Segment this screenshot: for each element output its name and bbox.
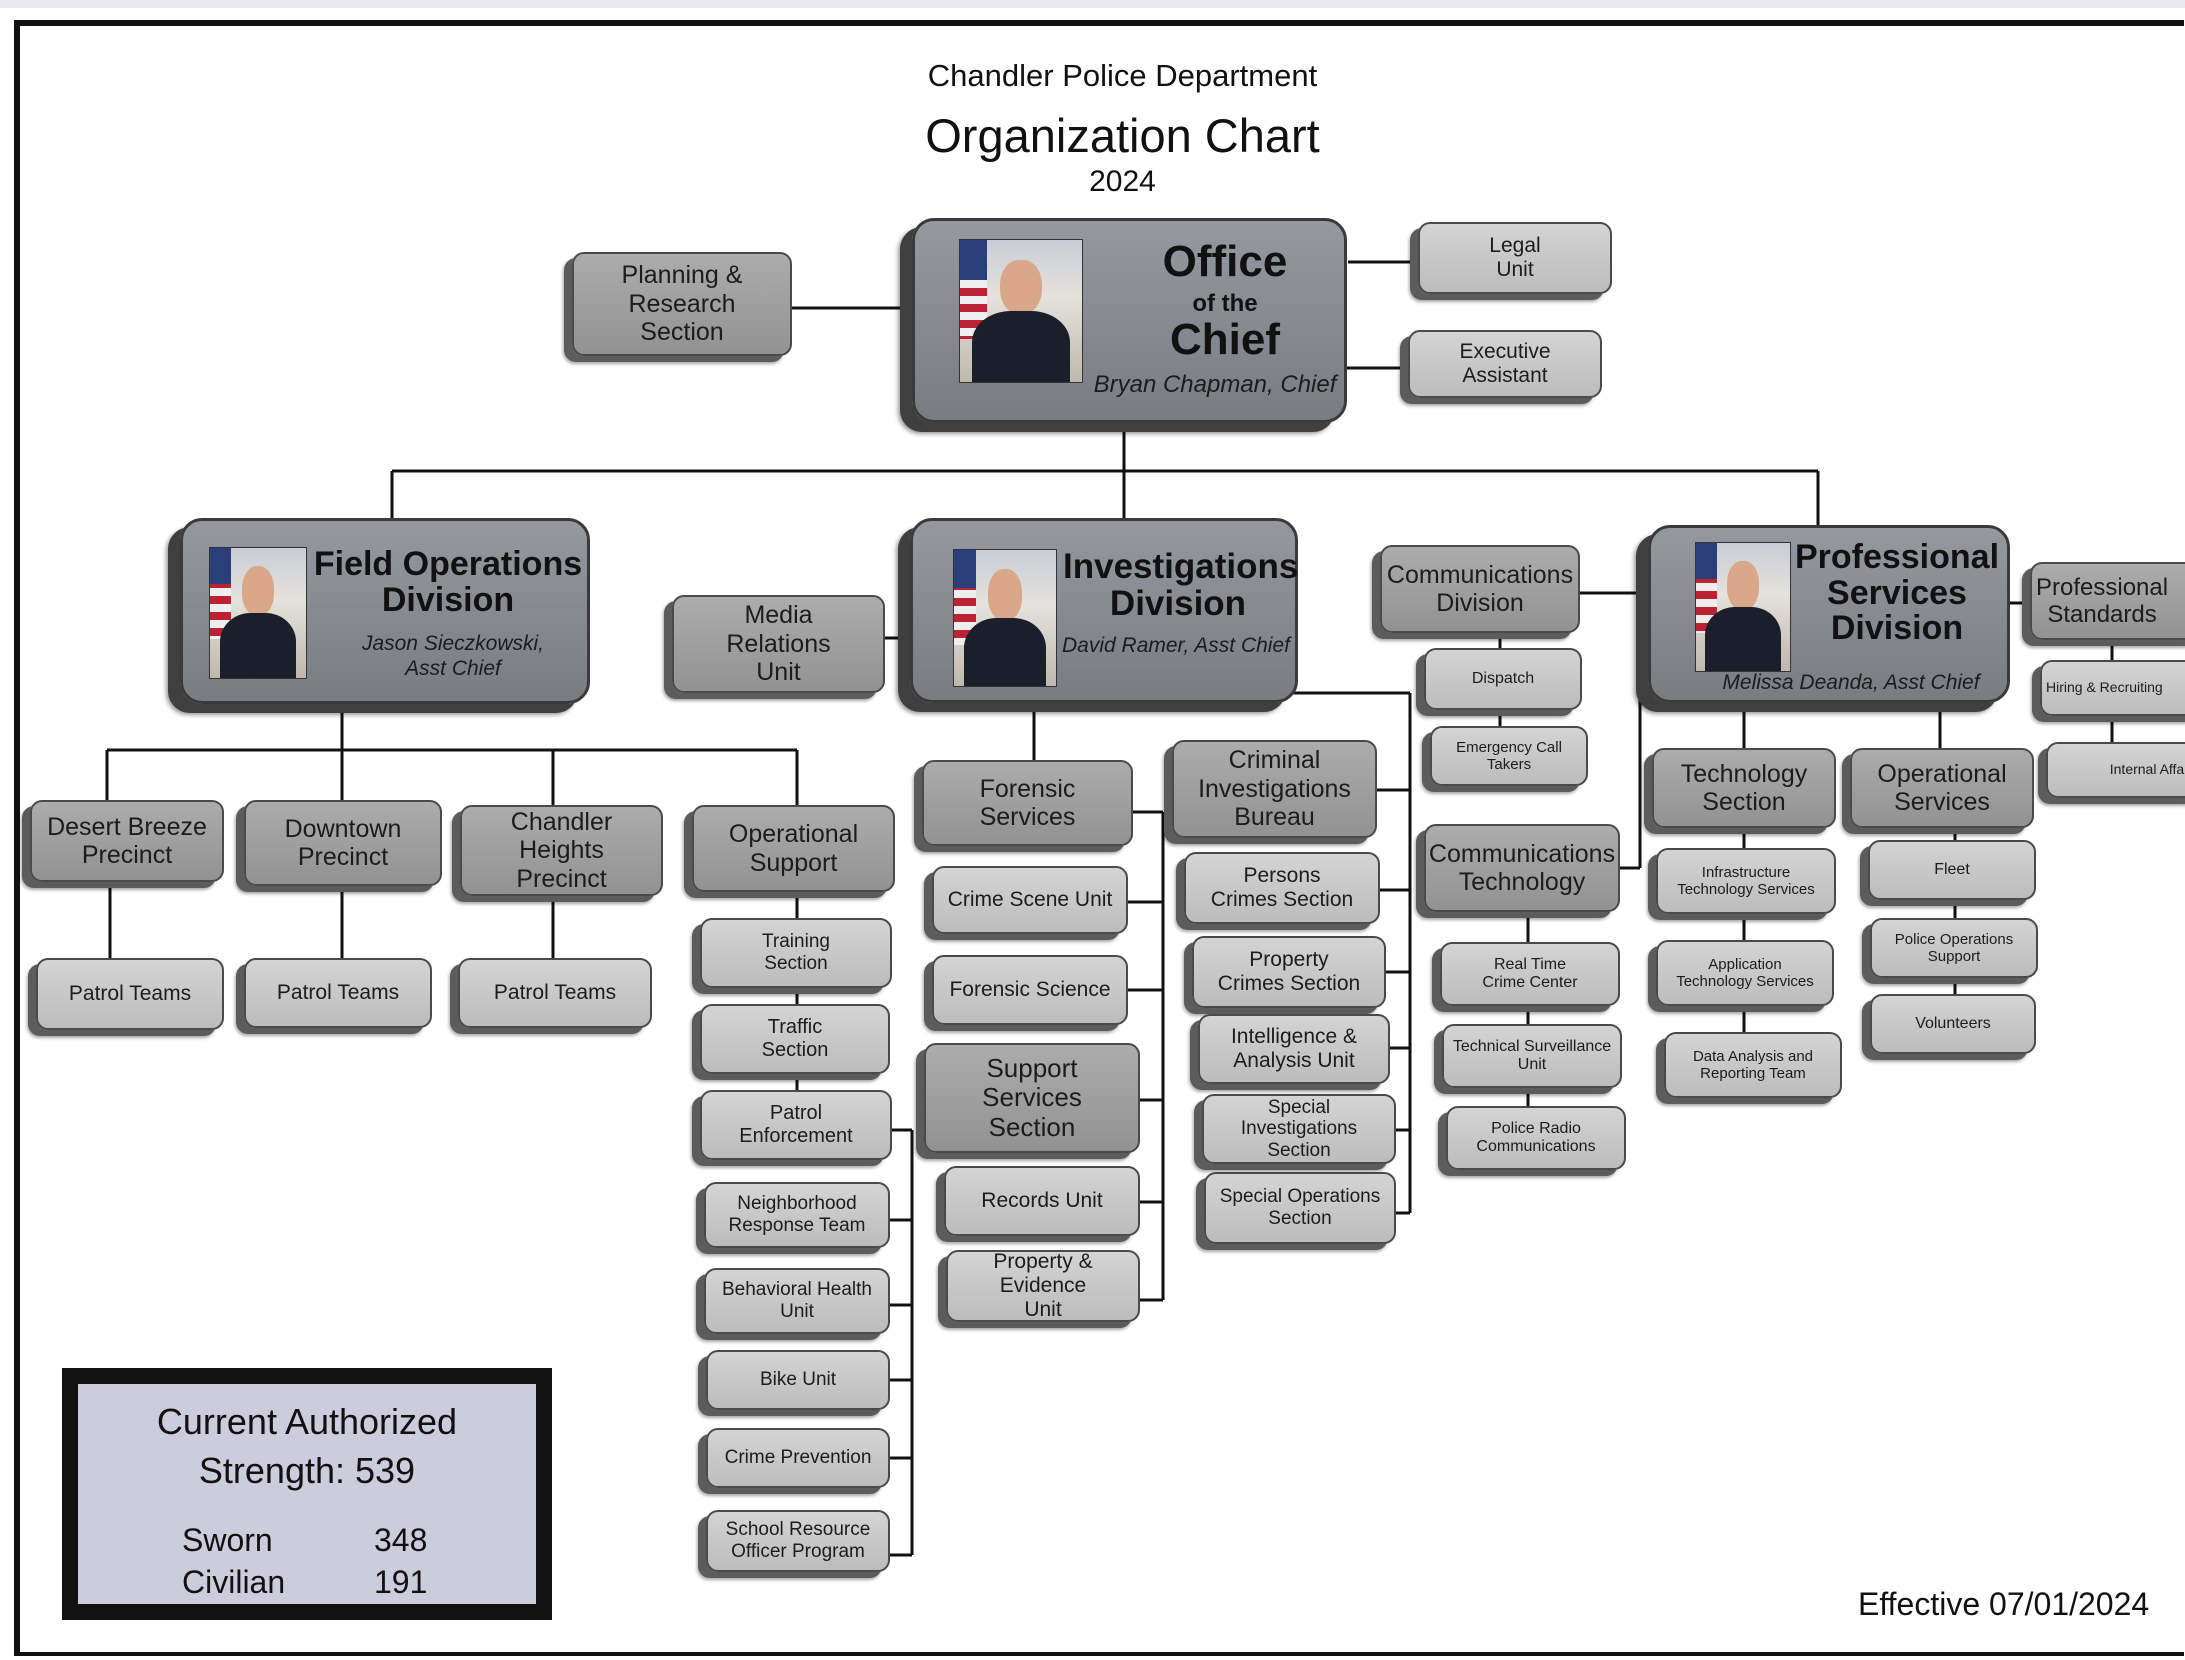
property-crimes-section: Property Crimes Section: [1192, 936, 1386, 1008]
professional-services-division-box: Professional Services Division Melissa D…: [1648, 525, 2010, 703]
patrol-teams-desert-breeze: Patrol Teams: [36, 958, 224, 1030]
media-relations-unit: Media Relations Unit: [672, 595, 885, 693]
strength-heading: Current Authorized Strength: 539: [156, 1401, 458, 1491]
chief-title-line3: Chief: [1170, 315, 1280, 364]
professional-title: Professional Services Division: [1794, 538, 2000, 648]
technical-surveillance-unit: Technical Surveillance Unit: [1442, 1024, 1622, 1088]
communications-division: Communications Division: [1380, 545, 1580, 633]
technology-section: Technology Section: [1652, 748, 1836, 828]
effective-date: Effective 07/01/2024: [1858, 1586, 2150, 1622]
window-top-strip: [0, 0, 2185, 8]
crime-prevention: Crime Prevention: [706, 1428, 890, 1488]
behavioral-health-unit: Behavioral Health Unit: [704, 1268, 890, 1334]
planning-research-section: Planning & Research Section: [572, 252, 792, 356]
investigations-chief-portrait: [953, 549, 1057, 687]
police-radio-communications: Police Radio Communications: [1446, 1106, 1626, 1170]
persons-crimes-section: Persons Crimes Section: [1184, 852, 1380, 924]
operational-services: Operational Services: [1850, 748, 2034, 828]
crime-scene-unit: Crime Scene Unit: [932, 866, 1128, 934]
property-evidence-unit: Property & Evidence Unit: [946, 1250, 1140, 1322]
legal-unit: Legal Unit: [1418, 222, 1612, 294]
field-ops-chief-portrait: [209, 547, 307, 679]
hiring-recruiting: Hiring & Recruiting: [2040, 660, 2185, 716]
training-section: Training Section: [700, 918, 892, 988]
patrol-teams-downtown: Patrol Teams: [244, 958, 432, 1028]
traffic-section: Traffic Section: [700, 1004, 890, 1074]
office-of-chief-box: Office of the Chief Bryan Chapman, Chief: [912, 218, 1347, 423]
authorized-strength-box: Current Authorized Strength: 539 Sworn 3…: [62, 1368, 552, 1620]
patrol-teams-chandler-heights: Patrol Teams: [458, 958, 652, 1028]
police-operations-support: Police Operations Support: [1870, 918, 2038, 978]
page-title: Organization Chart: [925, 109, 1320, 162]
downtown-precinct: Downtown Precinct: [244, 800, 442, 886]
forensic-services: Forensic Services: [922, 760, 1133, 846]
dispatch-unit: Dispatch: [1424, 648, 1582, 710]
volunteers-unit: Volunteers: [1870, 994, 2036, 1054]
chief-title-line1: Office: [1162, 237, 1288, 286]
bike-unit: Bike Unit: [706, 1350, 890, 1410]
civilian-value: 191: [374, 1564, 428, 1600]
professional-chief-name: Melissa Deanda, Asst Chief: [1722, 671, 1980, 694]
forensic-science-unit: Forensic Science: [932, 955, 1128, 1025]
investigations-chief-name: David Ramer, Asst Chief: [1062, 634, 1290, 657]
internal-affairs: Internal Affairs: [2046, 742, 2185, 798]
neighborhood-response-team: Neighborhood Response Team: [704, 1182, 890, 1248]
sworn-value: 348: [374, 1522, 428, 1558]
support-services-section: Support Services Section: [924, 1043, 1140, 1153]
civilian-label: Civilian: [182, 1564, 286, 1600]
executive-assistant: Executive Assistant: [1408, 330, 1602, 398]
chart-year: 2024: [1089, 165, 1156, 198]
intelligence-analysis-unit: Intelligence & Analysis Unit: [1198, 1014, 1390, 1084]
infrastructure-technology-services: Infrastructure Technology Services: [1656, 848, 1836, 914]
field-operations-division-box: Field Operations Division Jason Sieczkow…: [180, 518, 590, 704]
patrol-enforcement: Patrol Enforcement: [700, 1090, 892, 1160]
operational-support: Operational Support: [692, 805, 895, 892]
special-investigations-section: Special Investigations Section: [1202, 1094, 1396, 1164]
application-technology-services: Application Technology Services: [1656, 940, 1834, 1006]
data-analysis-reporting-team: Data Analysis and Reporting Team: [1664, 1032, 1842, 1098]
chief-title-line2: of the: [1192, 290, 1258, 317]
school-resource-officer-program: School Resource Officer Program: [706, 1510, 890, 1572]
desert-breeze-precinct: Desert Breeze Precinct: [30, 800, 224, 882]
communications-technology: Communications Technology: [1424, 824, 1620, 912]
fleet-unit: Fleet: [1868, 840, 2036, 900]
chief-portrait: [959, 239, 1083, 383]
records-unit: Records Unit: [944, 1166, 1140, 1236]
criminal-investigations-bureau: Criminal Investigations Bureau: [1172, 740, 1377, 838]
special-operations-section: Special Operations Section: [1204, 1172, 1396, 1244]
investigations-division-box: Investigations Division David Ramer, Ass…: [910, 518, 1298, 703]
professional-chief-portrait: [1695, 542, 1791, 672]
emergency-call-takers: Emergency Call Takers: [1430, 726, 1588, 786]
chief-name: Bryan Chapman, Chief: [1093, 371, 1337, 398]
department-name: Chandler Police Department: [927, 58, 1318, 93]
chandler-heights-precinct: Chandler Heights Precinct: [460, 805, 663, 896]
sworn-label: Sworn: [182, 1522, 273, 1558]
field-ops-chief-name: Jason Sieczkowski, Asst Chief: [361, 632, 545, 681]
investigations-title: Investigations Division: [1063, 547, 1299, 623]
real-time-crime-center: Real Time Crime Center: [1440, 942, 1620, 1006]
professional-standards: Professional Standards: [2030, 562, 2185, 640]
field-ops-title: Field Operations Division: [313, 545, 583, 619]
